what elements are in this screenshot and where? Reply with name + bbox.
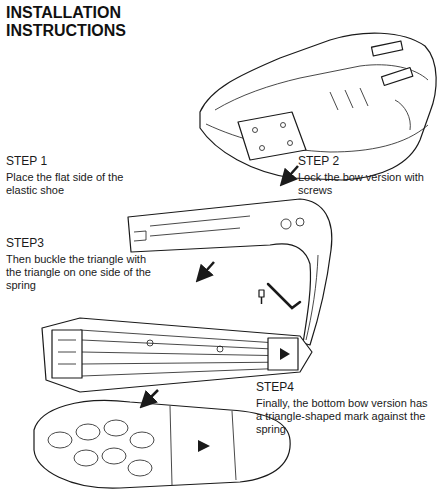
step-heading: STEP 1 bbox=[6, 154, 156, 168]
step-arrow bbox=[142, 166, 298, 406]
bow-plate-figure bbox=[128, 199, 332, 345]
step-instruction: Lock the bow version with screws bbox=[298, 171, 438, 197]
bottom-plate-figure bbox=[34, 400, 290, 488]
step-instruction: Finally, the bottom bow version has a tr… bbox=[256, 397, 436, 437]
hex-key-figure bbox=[259, 284, 300, 308]
step-heading: STEP3 bbox=[6, 236, 156, 250]
step-heading: STEP 2 bbox=[298, 154, 438, 168]
step-instruction: Then buckle the triangle with the triang… bbox=[6, 253, 156, 293]
step-heading: STEP4 bbox=[256, 380, 436, 394]
step-instruction: Place the flat side of the elastic shoe bbox=[6, 171, 156, 197]
page-title: INSTALLATION INSTRUCTIONS bbox=[6, 4, 146, 41]
